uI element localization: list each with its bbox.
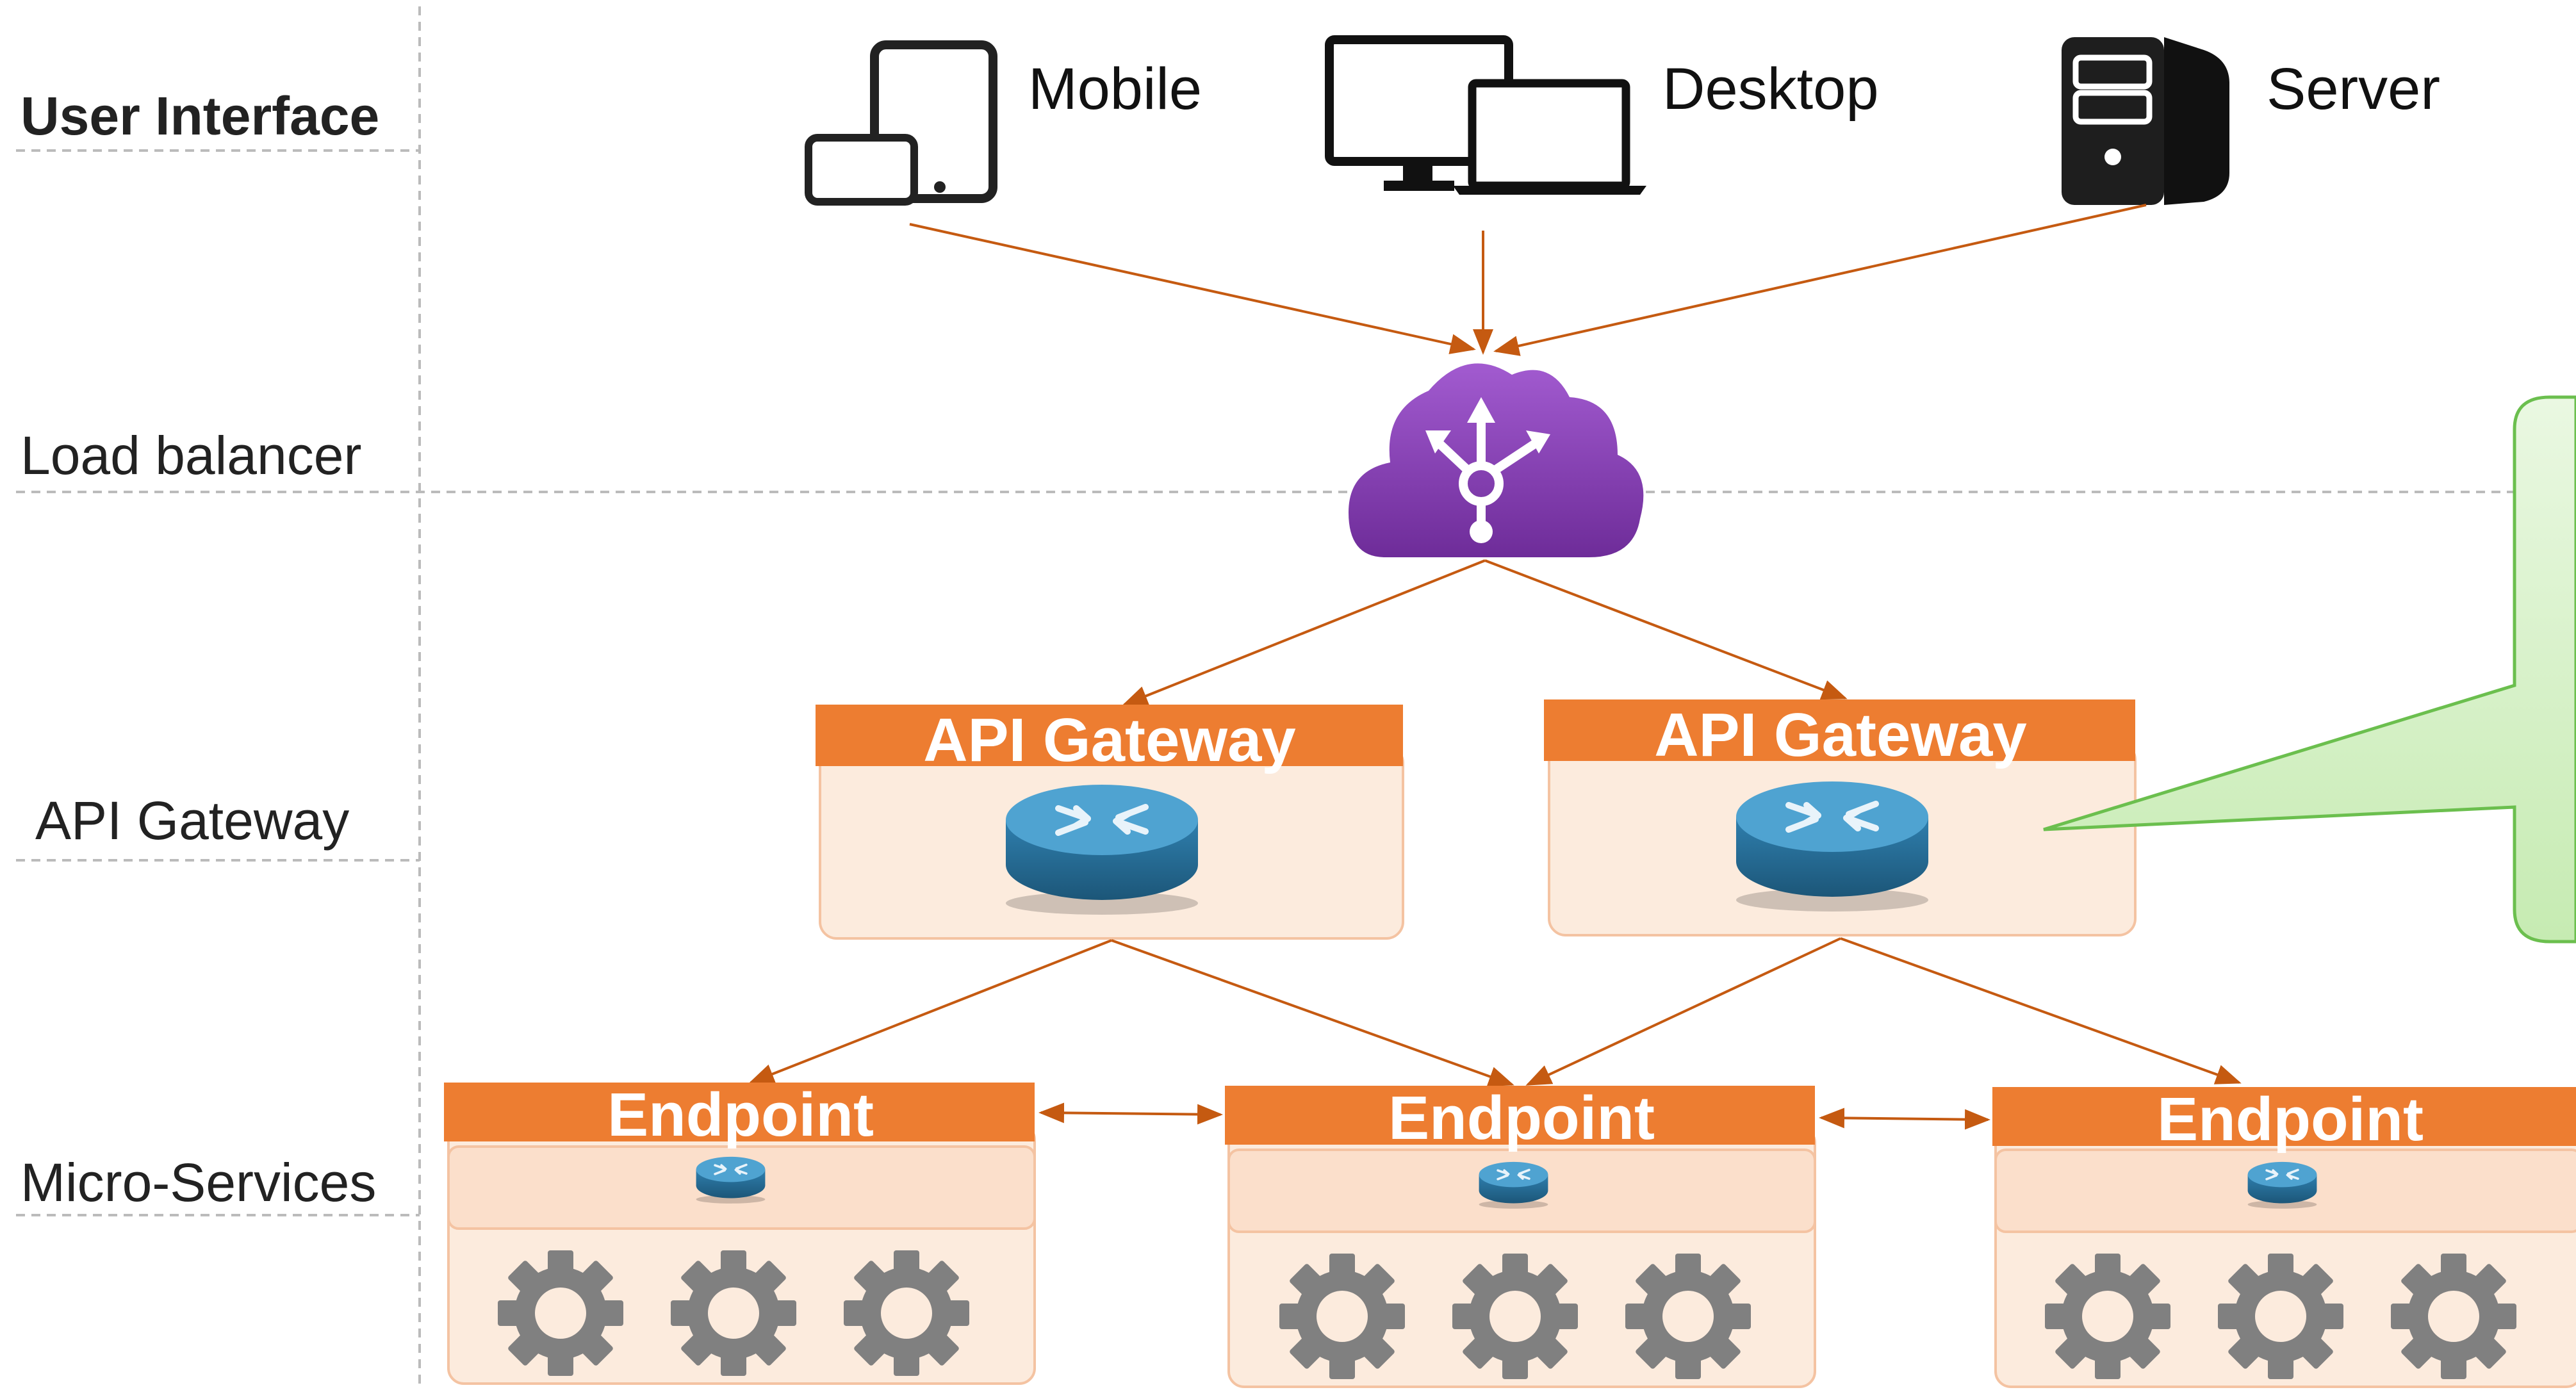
arrow-gw1-to-endpoint-1 — [748, 939, 1112, 1084]
arrow-mobile-to-lb — [909, 223, 1476, 354]
gateway-1: API Gateway — [816, 705, 1404, 940]
endpoint-label: Endpoint — [1388, 1084, 1655, 1152]
gateway-header — [1544, 699, 2135, 761]
client-desktop: Desktop — [1325, 35, 1879, 195]
tier-label-user-interface: User Interface — [21, 86, 379, 146]
gateway-2: API Gateway — [1544, 699, 2137, 936]
client-server: Server — [2062, 37, 2440, 205]
client-label-server: Server — [2267, 56, 2440, 122]
gear-icon — [498, 1250, 623, 1376]
arrow-gw1-to-endpoint-2 — [1111, 939, 1514, 1086]
endpoint-header — [444, 1083, 1035, 1141]
gear-icon — [2045, 1254, 2170, 1379]
client-mobile: Mobile — [805, 40, 1202, 206]
endpoint-label: Endpoint — [2157, 1085, 2424, 1154]
client-label-desktop: Desktop — [1662, 56, 1879, 122]
gear-icon — [2218, 1254, 2343, 1379]
arrow-lb-to-gateway-1 — [1122, 559, 1486, 706]
arrow-gw2-to-endpoint-3 — [1840, 937, 2242, 1084]
endpoint-2: Endpoint — [1225, 1084, 1816, 1388]
gear-icon — [1625, 1254, 1751, 1379]
endpoint-1: Endpoint — [444, 1081, 1036, 1385]
gear-icon — [671, 1250, 796, 1376]
arrow-gw2-to-endpoint-2 — [1525, 937, 1841, 1086]
gateway-connectors — [748, 937, 2242, 1086]
gear-icon — [1279, 1254, 1405, 1379]
client-connectors — [909, 204, 2147, 356]
gateway-header — [816, 705, 1403, 766]
endpoint-label: Endpoint — [607, 1081, 874, 1149]
desktop-laptop-icon — [1325, 35, 1646, 195]
tier-label-api-gateway: API Gateway — [35, 790, 349, 851]
tier-dividers — [16, 6, 2556, 1390]
gear-icon — [844, 1250, 969, 1376]
endpoint-header — [1992, 1087, 2576, 1146]
endpoint-header — [1225, 1086, 1815, 1145]
gear-icon — [1452, 1254, 1578, 1379]
arrow-lb-to-gateway-2 — [1484, 559, 1848, 700]
server-tower-icon — [2062, 37, 2229, 205]
router-icon — [694, 1156, 767, 1204]
tablet-phone-icon — [805, 40, 997, 206]
lb-connectors — [1122, 559, 1848, 706]
router-icon — [1736, 781, 1928, 912]
arrow-endpoint-2-endpoint-3 — [1819, 1108, 1990, 1130]
arrow-endpoint-1-endpoint-2 — [1038, 1102, 1223, 1125]
endpoint-3: Endpoint — [1992, 1085, 2576, 1388]
gear-icon — [2391, 1254, 2516, 1379]
router-icon — [2246, 1161, 2318, 1209]
tier-label-load-balancer: Load balancer — [21, 425, 361, 486]
gateway-label: API Gateway — [923, 706, 1296, 774]
tier-label-micro-services: Micro-Services — [21, 1152, 376, 1213]
endpoint-connectors — [1038, 1102, 1990, 1130]
callout-bubble — [2043, 395, 2576, 944]
router-icon — [1006, 785, 1198, 915]
gateway-label: API Gateway — [1654, 701, 2027, 769]
router-icon — [1477, 1161, 1550, 1209]
cloud-load-balancer-icon — [1349, 363, 1644, 557]
client-label-mobile: Mobile — [1028, 56, 1202, 122]
arrow-server-to-lb — [1493, 204, 2147, 356]
